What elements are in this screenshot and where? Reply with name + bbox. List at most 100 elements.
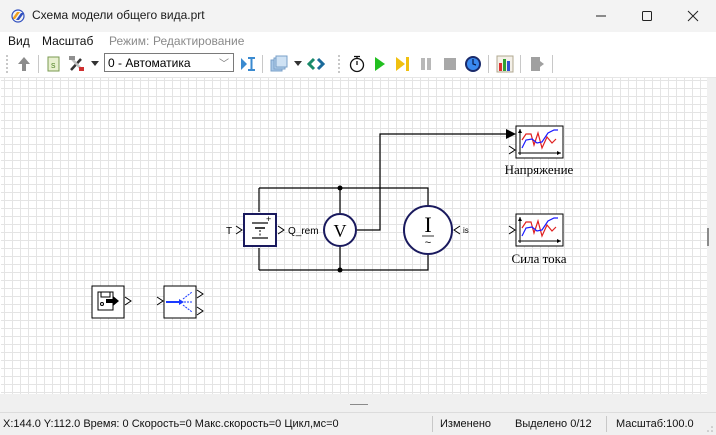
toolbar-separator <box>520 55 521 73</box>
up-button[interactable] <box>14 54 34 74</box>
close-button[interactable] <box>670 0 716 32</box>
clock-button[interactable] <box>462 54 484 74</box>
toolbar-end <box>552 55 553 73</box>
wire[interactable] <box>357 133 506 231</box>
junction-dot <box>337 267 343 273</box>
toolbar-separator <box>262 55 263 73</box>
app-logo-icon <box>11 9 25 23</box>
toolbar-grip[interactable] <box>6 55 10 73</box>
horizontal-scroll-thumb[interactable] <box>350 404 368 405</box>
current-source-block[interactable] <box>403 205 461 255</box>
window-title: Схема модели общего вида.prt <box>32 8 205 22</box>
plot-blue-series <box>521 129 558 149</box>
step-icon <box>241 57 255 71</box>
vertical-scroll-thumb[interactable] <box>707 228 709 246</box>
status-separator <box>606 416 607 432</box>
current-source-input-label: is <box>463 226 469 235</box>
vertical-scrollbar[interactable] <box>707 78 716 394</box>
output-port[interactable] <box>196 289 204 299</box>
play-icon <box>375 57 385 71</box>
tools-button[interactable] <box>66 54 88 74</box>
arrow-head <box>506 129 516 139</box>
voltmeter-block[interactable] <box>323 213 357 247</box>
input-port[interactable] <box>235 225 243 235</box>
plot-red-series <box>521 130 557 150</box>
exit-button[interactable] <box>526 54 548 74</box>
wire[interactable] <box>259 254 429 271</box>
input-port[interactable] <box>156 296 164 306</box>
up-arrow-icon <box>18 57 30 71</box>
input-port[interactable] <box>508 145 516 155</box>
plot-label-voltage: Напряжение <box>505 162 574 177</box>
solver-value: 0 - Автоматика <box>108 56 191 70</box>
solver-select[interactable]: 0 - Автоматика ﹀ <box>104 53 234 72</box>
toolbar-grip[interactable] <box>338 55 342 73</box>
svg-text:+: + <box>266 214 271 224</box>
plot-block-current[interactable] <box>508 213 564 247</box>
status-selected: Выделено 0/12 <box>515 418 592 430</box>
step-forward-button[interactable] <box>392 54 414 74</box>
script-button[interactable]: s <box>43 54 63 74</box>
svg-text:s: s <box>51 60 56 70</box>
link-icon <box>307 57 325 71</box>
minimize-icon <box>596 15 606 17</box>
link-button[interactable] <box>306 54 326 74</box>
chevron-down-icon: ﹀ <box>219 59 229 70</box>
wire[interactable] <box>259 187 429 206</box>
step-forward-icon <box>396 57 409 71</box>
diagram-svg: + T Q_rem V I ~ is Напряжение Сила тока <box>91 125 574 319</box>
chart-button[interactable] <box>494 54 516 74</box>
battery-input-label: T <box>226 226 232 237</box>
stopwatch-icon <box>349 55 365 73</box>
status-scale: Масштаб:100.0 <box>616 418 694 430</box>
maximize-button[interactable] <box>624 0 670 32</box>
status-bar: X:144.0 Y:112.0 Время: 0 Скорость=0 Макс… <box>0 412 716 435</box>
tools-dropdown[interactable] <box>89 54 101 74</box>
current-source-symbol: I <box>424 212 431 237</box>
stop-button[interactable] <box>440 54 460 74</box>
menu-view[interactable]: Вид <box>8 34 30 48</box>
tools-icon <box>69 56 84 71</box>
play-button[interactable] <box>370 54 390 74</box>
current-source-subsymbol: ~ <box>425 237 431 249</box>
layers-dropdown[interactable] <box>292 54 304 74</box>
stop-icon <box>444 58 456 70</box>
output-port[interactable] <box>124 296 132 306</box>
script-icon: s <box>47 56 60 72</box>
close-icon <box>687 10 699 22</box>
plot-label-current: Сила тока <box>511 251 566 266</box>
minimize-button[interactable] <box>578 0 624 32</box>
stopwatch-button[interactable] <box>346 54 368 74</box>
pause-icon <box>421 58 431 70</box>
output-port[interactable] <box>277 225 285 235</box>
chart-icon <box>496 55 514 73</box>
status-modified: Изменено <box>440 418 492 430</box>
output-port[interactable] <box>196 306 204 316</box>
exit-icon <box>531 57 544 71</box>
file-output-block[interactable] <box>91 285 132 319</box>
input-port[interactable] <box>453 225 461 235</box>
plot-red-series <box>521 218 557 238</box>
mode-label: Режим: <box>109 34 150 48</box>
status-coords: X:144.0 Y:112.0 Время: 0 Скорость=0 Макс… <box>3 418 339 430</box>
layers-button[interactable] <box>268 54 290 74</box>
menu-bar: Вид Масштаб Режим: Редактирование <box>0 32 716 50</box>
horizontal-scrollbar[interactable] <box>0 394 716 412</box>
layers-icon <box>270 55 288 72</box>
plot-blue-series <box>521 217 558 237</box>
dropdown-arrow-icon <box>91 61 99 66</box>
menu-scale[interactable]: Масштаб <box>42 34 94 48</box>
status-separator <box>432 416 433 432</box>
junction-dot <box>337 185 343 191</box>
dropdown-arrow-icon <box>294 61 302 66</box>
clock-icon <box>465 56 481 72</box>
toolbar-separator <box>38 55 39 73</box>
step-button[interactable] <box>238 54 258 74</box>
pause-button[interactable] <box>416 54 436 74</box>
maximize-icon <box>642 11 652 21</box>
splitter-block[interactable] <box>156 285 204 319</box>
plot-block-voltage[interactable] <box>508 125 564 159</box>
resize-grip-icon[interactable] <box>706 425 714 433</box>
input-port[interactable] <box>508 225 516 235</box>
battery-block[interactable]: + <box>235 213 285 247</box>
